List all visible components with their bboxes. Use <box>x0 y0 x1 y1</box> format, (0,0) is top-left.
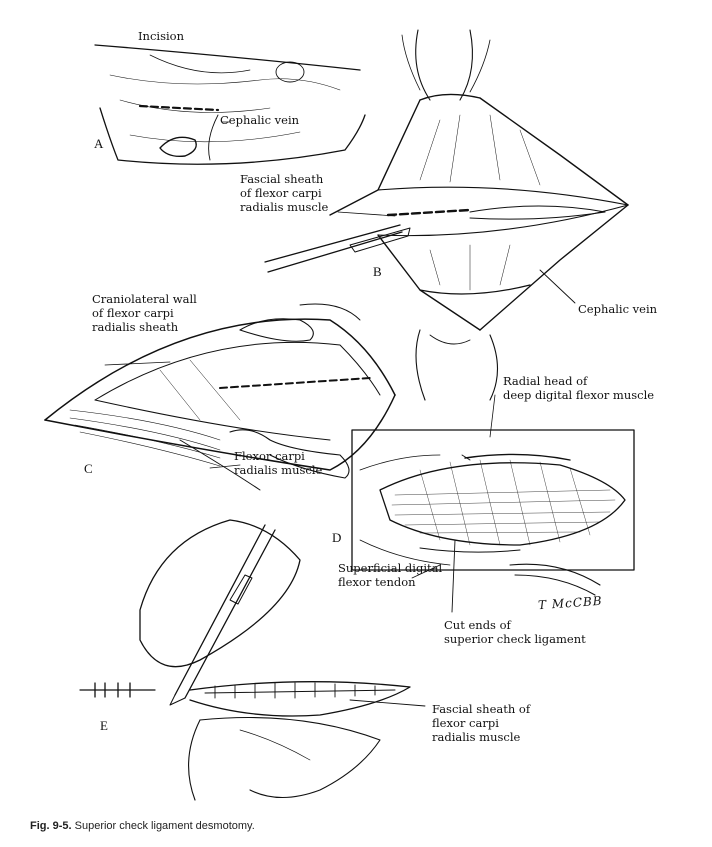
panel-d-drawing <box>351 429 635 613</box>
label-cephalic-vein-a: Cephalic vein <box>220 113 300 127</box>
panel-b-drawing <box>264 29 629 401</box>
figure-caption-text: Superior check ligament desmotomy. <box>74 820 255 832</box>
leader-lines <box>104 211 496 579</box>
panel-letter-b: B <box>373 264 382 279</box>
panel-letter-a: A <box>94 136 104 151</box>
label-flexor-carpi-radialis: Flexor carpi radialis muscle <box>234 449 323 477</box>
panel-e-drawing <box>79 519 426 801</box>
label-cephalic-vein-b: Cephalic vein <box>578 302 658 316</box>
label-cut-ends: Cut ends of superior check ligament <box>444 618 586 646</box>
panel-letter-e: E <box>100 718 108 733</box>
label-craniolateral-wall: Craniolateral wall of flexor carpi radia… <box>92 292 197 334</box>
panel-letter-d: D <box>332 530 342 545</box>
label-radial-head: Radial head of deep digital flexor muscl… <box>503 374 655 402</box>
panel-letter-c: C <box>84 461 93 476</box>
label-superficial-digital: Superficial digital flexor tendon <box>338 561 443 589</box>
figure-number: Fig. 9-5. <box>30 820 72 832</box>
label-fascial-sheath-b: Fascial sheath of flexor carpi radialis … <box>240 172 329 214</box>
panel-c-drawing <box>44 303 396 491</box>
label-fascial-sheath-e: Fascial sheath of flexor carpi radialis … <box>432 702 531 744</box>
label-incision: Incision <box>138 29 184 43</box>
figure-caption: Fig. 9-5. Superior check ligament desmot… <box>30 820 255 832</box>
panel-a-drawing <box>94 44 366 165</box>
